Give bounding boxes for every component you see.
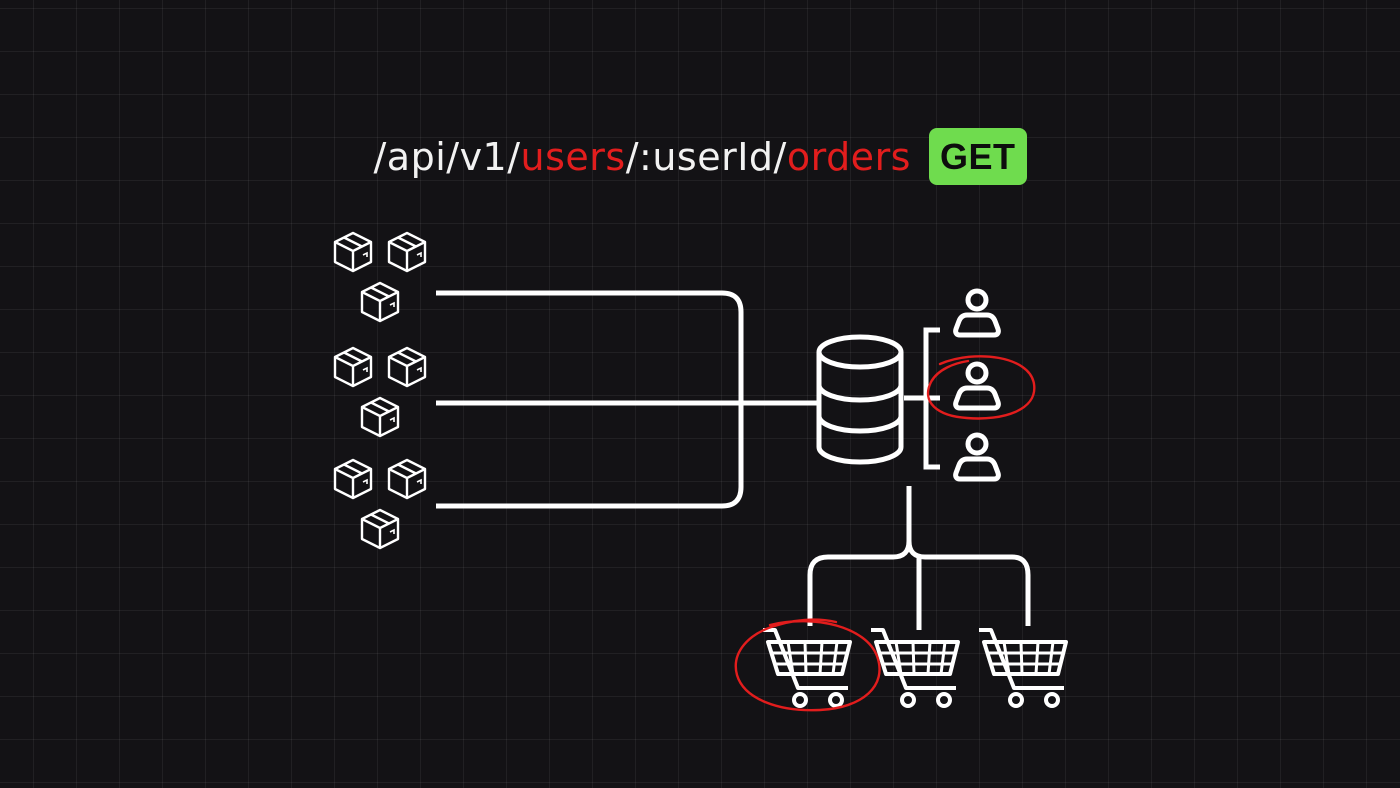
boxes-connector	[436, 290, 818, 509]
http-method-badge: GET	[928, 128, 1027, 185]
boxes-icon	[335, 460, 425, 548]
shopping-cart-icon	[761, 628, 852, 708]
highlight-user-circle	[926, 355, 1036, 420]
boxes-group-1	[335, 233, 425, 321]
endpoint-path: /api/v1/users/:userId/orders GET	[0, 128, 1400, 185]
boxes-icon	[335, 233, 425, 321]
shopping-cart-icon	[869, 628, 960, 708]
boxes-group-2	[335, 348, 425, 436]
user-icon	[956, 291, 999, 335]
shopping-cart-icon	[977, 628, 1068, 708]
connector-bracket	[436, 290, 744, 509]
database-icon	[816, 334, 904, 465]
path-resource-orders: orders	[786, 134, 911, 179]
path-prefix: /api/v1/	[373, 134, 521, 179]
boxes-icon	[335, 348, 425, 436]
user-icon	[956, 435, 999, 479]
user-icon	[956, 364, 999, 408]
users-bracket	[904, 327, 940, 470]
boxes-group-3	[335, 460, 425, 548]
path-user-id: /:userId/	[625, 134, 787, 179]
orders-connector	[807, 486, 1031, 630]
path-resource-users: users	[520, 134, 626, 179]
highlight-order-circle	[734, 618, 881, 712]
